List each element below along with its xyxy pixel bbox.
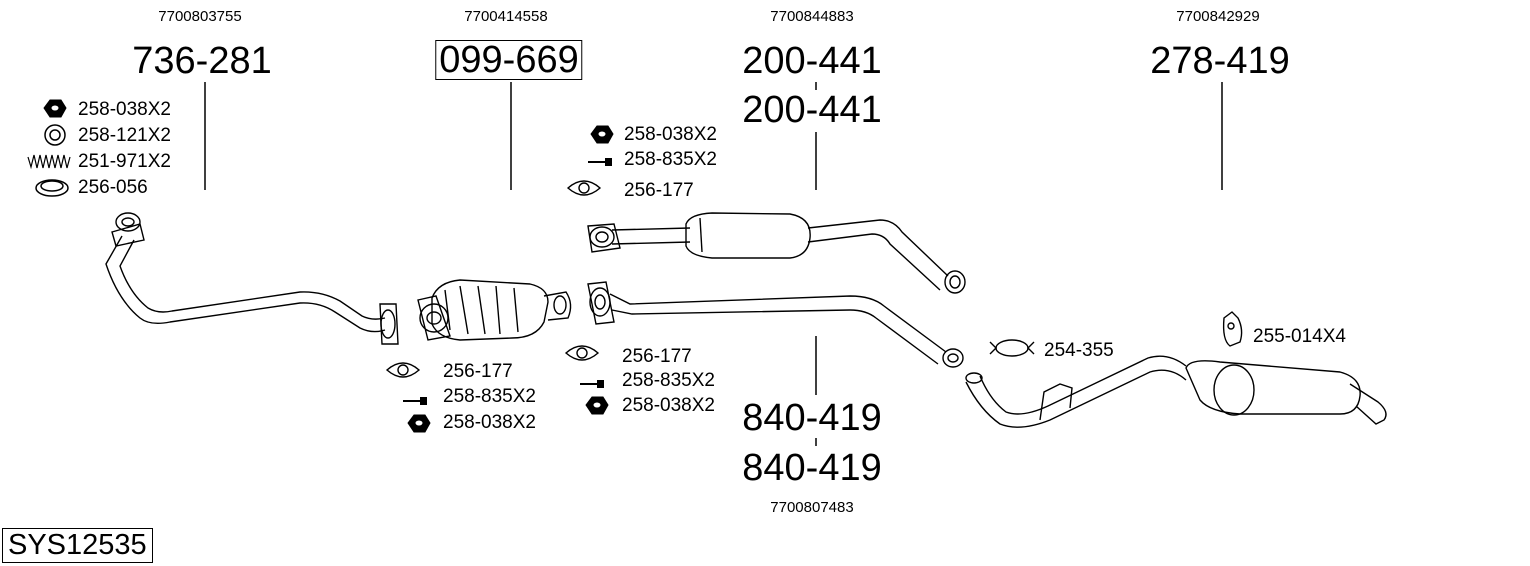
bolt-icon — [403, 397, 427, 405]
oem-number: 7700807483 — [770, 499, 854, 516]
intermediate-pipe — [587, 281, 964, 368]
fitting-label[interactable]: 251-971X2 — [78, 151, 171, 172]
bolt-icon — [588, 158, 612, 166]
fitting-label[interactable]: 258-835X2 — [443, 386, 536, 407]
clamp-icon — [989, 339, 1035, 357]
part-number-highlighted[interactable]: 099-669 — [435, 40, 583, 80]
fitting-label[interactable]: 256-056 — [78, 177, 148, 198]
oem-number: 7700414558 — [464, 8, 548, 25]
nut-icon — [590, 125, 614, 144]
nut-icon — [43, 99, 67, 118]
flange-gasket-icon — [564, 345, 600, 361]
flange-gasket-icon — [385, 362, 421, 378]
spring-icon — [27, 154, 71, 170]
fitting-label[interactable]: 258-835X2 — [622, 370, 715, 391]
system-code-badge: SYS12535 — [2, 528, 153, 564]
oem-number: 7700844883 — [770, 8, 854, 25]
part-number[interactable]: 840-419 — [742, 447, 882, 489]
nut-icon — [585, 396, 609, 415]
bolt-icon — [580, 380, 604, 388]
gasket-ring-icon — [35, 179, 69, 197]
hanger-icon — [1222, 311, 1243, 347]
fitting-label[interactable]: 258-038X2 — [78, 99, 171, 120]
fitting-label[interactable]: 258-121X2 — [78, 125, 171, 146]
flange-gasket-icon — [566, 180, 602, 196]
part-number[interactable]: 200-441 — [742, 89, 882, 131]
fitting-label[interactable]: 258-038X2 — [624, 124, 717, 145]
oem-number: 7700842929 — [1176, 8, 1260, 25]
fitting-label[interactable]: 255-014X4 — [1253, 326, 1346, 347]
fitting-label[interactable]: 256-177 — [443, 361, 513, 382]
fitting-label[interactable]: 258-835X2 — [624, 149, 717, 170]
part-number[interactable]: 278-419 — [1150, 40, 1290, 82]
fitting-label[interactable]: 258-038X2 — [443, 412, 536, 433]
part-number[interactable]: 200-441 — [742, 40, 882, 82]
part-number[interactable]: 736-281 — [132, 40, 272, 82]
part-number[interactable]: 840-419 — [742, 397, 882, 439]
fitting-label[interactable]: 256-177 — [622, 346, 692, 367]
fitting-label[interactable]: 256-177 — [624, 180, 694, 201]
nut-icon — [407, 414, 431, 433]
front-pipe — [105, 212, 399, 345]
oem-number: 7700803755 — [158, 8, 242, 25]
fitting-label[interactable]: 254-355 — [1044, 340, 1114, 361]
middle-silencer — [587, 212, 966, 294]
catalytic-converter — [417, 279, 572, 341]
washer-icon — [44, 124, 66, 146]
rear-silencer — [965, 355, 1387, 428]
fitting-label[interactable]: 258-038X2 — [622, 395, 715, 416]
